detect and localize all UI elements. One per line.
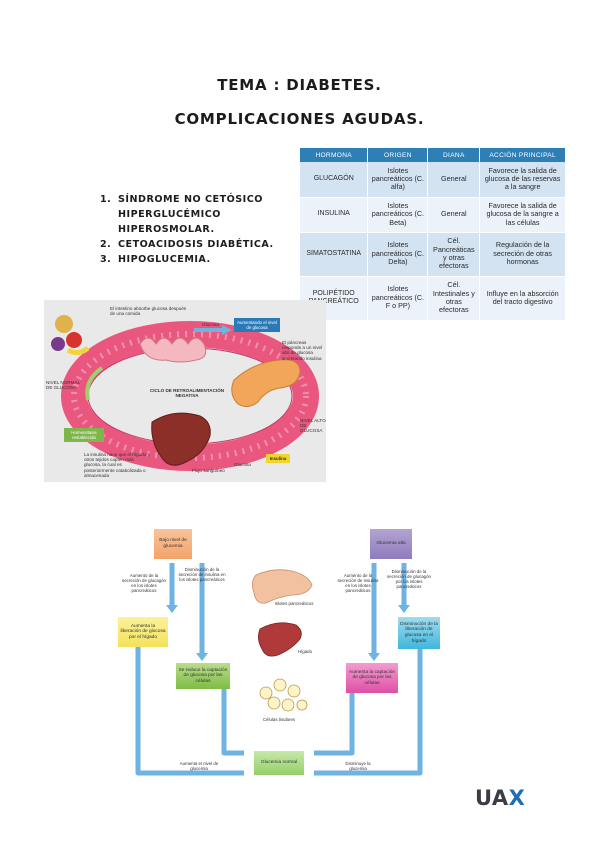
table-cell: Cél. Pancreáticas y otras efectoras — [427, 232, 481, 277]
table-cell: INSULINA — [300, 197, 369, 233]
uax-logo: UAX — [475, 786, 526, 810]
feedback-loop-diagram: El intestino absorbe glucosa después de … — [44, 300, 326, 482]
table-cell: Cél. Intestinales y otras efectoras — [427, 276, 481, 321]
liver-label: Hígado — [297, 649, 313, 654]
loop-center-label: CICLO DE RETROALIMENTACIÓN NEGATIVA — [149, 388, 225, 399]
high-level-label: NIVEL ALTO DE GLUCOSA — [300, 418, 326, 434]
normal-glucose-box: Glucemia normal — [254, 751, 304, 775]
flow-arrow — [135, 635, 244, 776]
liver-release-up-box: Aumenta la liberación de glucosa por el … — [118, 617, 168, 647]
table-row: POLIPÉTIDO PANCREÁTICO Islotes pancreáti… — [300, 276, 566, 321]
table-cell: Influye en la absorción del tracto diges… — [479, 276, 566, 321]
liver-note: La insulina hace que el hígado y otros t… — [84, 452, 150, 478]
arrow-head — [166, 605, 178, 613]
column-header: HORMONA — [300, 148, 369, 162]
blood-flow-label: Flujo sanguíneo — [192, 468, 225, 473]
complications-list: 1.SÍNDROME NO CETÓSICO HIPERGLUCÉMICO HI… — [98, 192, 288, 267]
table-cell: Islotes pancreáticos (C. Beta) — [367, 197, 429, 233]
hormone-table: HORMONA ORIGEN DIANA ACCIÓN PRINCIPAL GL… — [300, 148, 566, 321]
tomato-icon — [66, 332, 82, 348]
table-cell: Islotes pancreáticos (C. alfa) — [367, 162, 429, 198]
arrow-head — [222, 325, 232, 335]
column-header: ACCIÓN PRINCIPAL — [479, 148, 566, 162]
liver-icon — [151, 412, 211, 466]
page-subtitle: COMPLICACIONES AGUDAS. — [174, 110, 425, 128]
glucose-particles — [71, 331, 309, 461]
arrow-head — [398, 605, 410, 613]
tissue-cells-icon — [259, 678, 308, 712]
homeostasis-tag: Homeostasis restablecida — [64, 428, 104, 442]
bread-icon — [55, 315, 73, 333]
column-header: DIANA — [427, 148, 481, 162]
table-header-row: HORMONA ORIGEN DIANA ACCIÓN PRINCIPAL — [300, 148, 566, 162]
table-cell: General — [427, 162, 481, 198]
table-cell: Favorece la salida de glucosa de la sang… — [479, 197, 566, 233]
insulin-tag: Insulina — [266, 454, 290, 463]
intestine-note: El intestino absorbe glucosa después de … — [110, 306, 187, 317]
list-item: 3.HIPOGLUCEMIA. — [100, 254, 211, 265]
low-glucose-box: Bajo nivel de glucemia — [154, 529, 192, 559]
flow-arrow — [314, 685, 355, 756]
liver-release-down-box: Disminución de la liberación de glucosa … — [398, 617, 440, 649]
raise-glucose-note: Aumenta el nivel de glucemia — [179, 761, 219, 771]
pancreas-note: El páncreas responde a un nivel alto de … — [282, 340, 323, 361]
lower-glucose-note: Disminuye la glucemia — [345, 761, 371, 771]
table-cell: GLUCAGÓN — [300, 162, 369, 198]
pancreas-label: Islotes pancreáticos — [274, 601, 314, 606]
arrow-head — [368, 653, 380, 661]
high-glucose-box: Glucemia alta — [370, 529, 412, 559]
list-item: 1.SÍNDROME NO CETÓSICO HIPERGLUCÉMICO HI… — [100, 194, 263, 235]
glucagon-up-note: Aumento de la secreción de glucagón en l… — [122, 573, 166, 593]
glucose-regulation-flowchart: Bajo nivel de glucemia Glucemia alta Aum… — [114, 525, 440, 787]
table-cell: Islotes pancreáticos (C. Delta) — [367, 232, 429, 277]
intestine-icon — [139, 337, 207, 363]
banana-icon — [66, 345, 90, 356]
uptake-down-box: Se reduce la captación de glucosa por la… — [176, 663, 230, 689]
column-header: ORIGEN — [367, 148, 429, 162]
table-cell: SIMATOSTATINA — [300, 232, 369, 277]
table-row: SIMATOSTATINA Islotes pancreáticos (C. D… — [300, 232, 566, 277]
table-cell: Regulación de la secreción de otras horm… — [479, 232, 566, 277]
glucose-bottom-label: Glucosa — [234, 462, 251, 467]
insulin-up-note: Aumento de la secreción de insulina en l… — [337, 573, 379, 593]
list-item: 2.CETOACIDOSIS DIABÉTICA. — [100, 239, 274, 250]
liver-icon — [258, 622, 302, 657]
glucose-top-label: Glucosa — [202, 322, 219, 327]
list-item-text: HIPOGLUCEMIA. — [118, 254, 211, 265]
flow-arrow — [221, 685, 244, 756]
insulin-down-note: Disminución de la secreción de insulina … — [178, 567, 226, 582]
table-row: INSULINA Islotes pancreáticos (C. Beta) … — [300, 197, 566, 233]
increase-glucose-tag: Aumentando el nivel de glucosa — [234, 318, 280, 332]
feedback-loop-illustration — [51, 315, 319, 471]
table-row: GLUCAGÓN Islotes pancreáticos (C. alfa) … — [300, 162, 566, 198]
table-cell: Favorece la salida de glucosa de las res… — [479, 162, 566, 198]
tissue-cells-label: Células tisulares — [262, 717, 296, 722]
table-cell: Islotes pancreáticos (C. F o PP) — [367, 276, 429, 321]
pancreas-icon — [231, 359, 301, 408]
page-title: TEMA : DIABETES. — [217, 76, 382, 94]
glucagon-down-note: Disminución de la secreción de glucagón … — [387, 569, 431, 589]
list-item-text: CETOACIDOSIS DIABÉTICA. — [118, 239, 274, 250]
return-arrow — [85, 366, 104, 401]
list-item-text: SÍNDROME NO CETÓSICO HIPERGLUCÉMICO HIPE… — [118, 194, 263, 235]
pancreas-icon — [252, 569, 313, 604]
arrow-head — [196, 653, 208, 661]
table-cell: General — [427, 197, 481, 233]
flowchart-arrows — [135, 563, 423, 776]
flow-arrow — [314, 635, 423, 776]
grape-icon — [51, 337, 65, 351]
normal-level-label: NIVEL NORMAL DE GLUCOSA — [46, 380, 80, 391]
uptake-up-box: Aumenta la captación de glucosa por las … — [346, 663, 398, 693]
